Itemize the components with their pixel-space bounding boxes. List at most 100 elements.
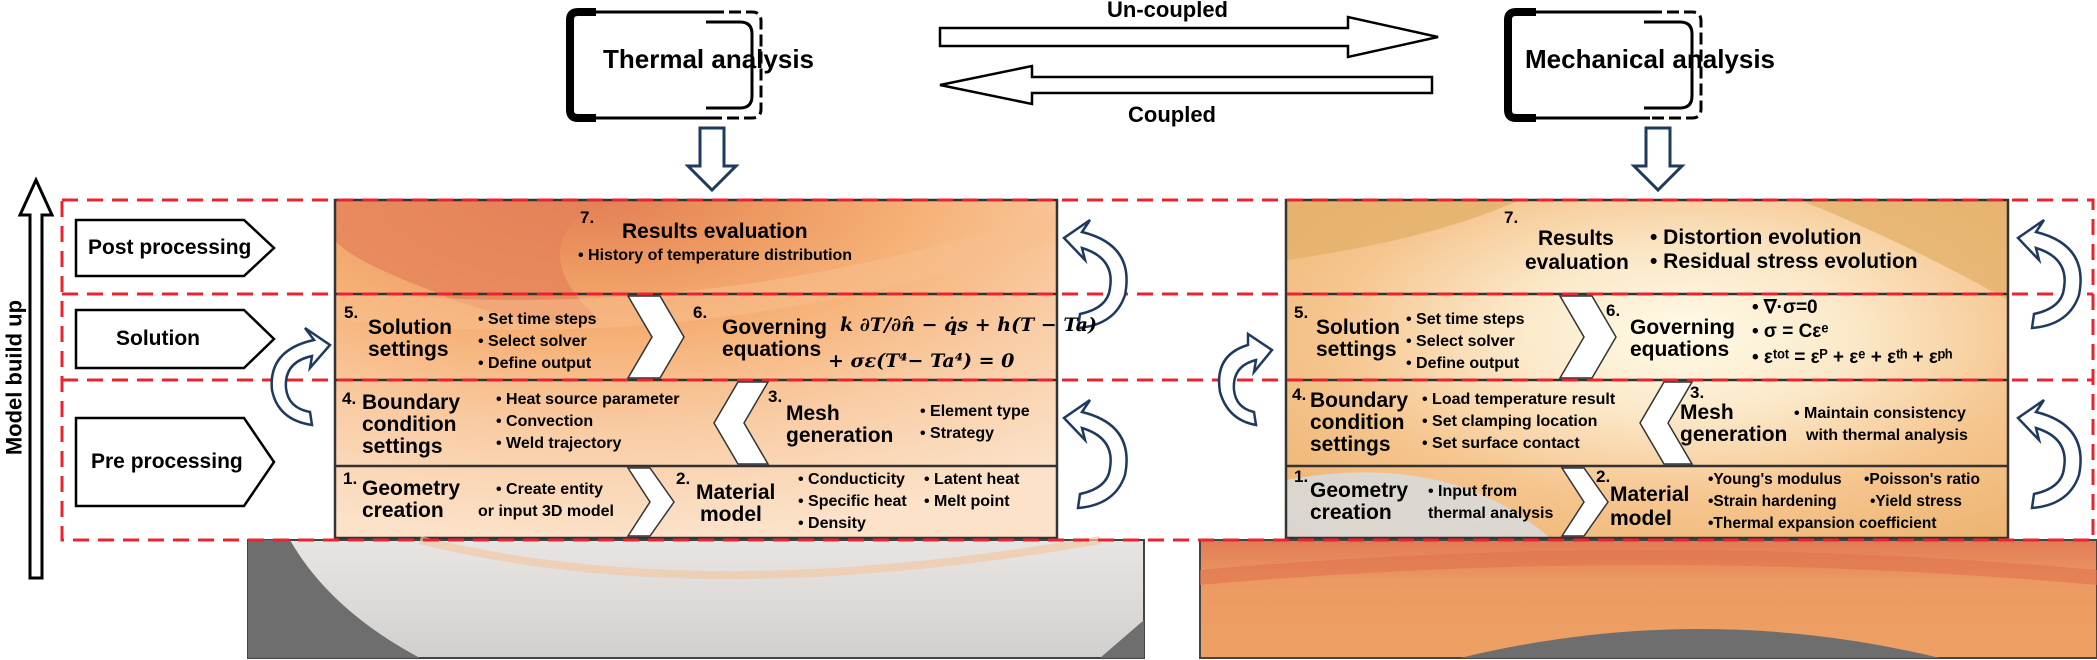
right-step5-title1: Solution — [1316, 316, 1400, 339]
left-step3-b1: • Element type — [920, 403, 1030, 420]
left-step6-eq1: k ∂T/∂n̂ − q̇s + h(T − Ta) — [840, 314, 1097, 336]
right-step2-num: 2. — [1596, 467, 1611, 486]
left-step2-b5: • Density — [798, 515, 866, 532]
right-step1-num: 1. — [1294, 467, 1309, 486]
right-step6-title2: equations — [1630, 338, 1730, 361]
left-step1-title2: creation — [362, 499, 444, 522]
right-step5-title2: settings — [1316, 338, 1397, 361]
left-step5-title1: Solution — [368, 316, 452, 339]
left-step4-num: 4. — [342, 389, 357, 408]
left-step6-title1: Governing — [722, 316, 828, 339]
left-step5-b2: • Select solver — [478, 333, 587, 350]
thermal-block — [333, 198, 1059, 540]
left-step1-b2: or input 3D model — [478, 503, 614, 520]
pre-processing-label: Pre processing — [91, 450, 243, 473]
thermal-plate — [247, 536, 1145, 659]
right-step2-title2: model — [1610, 507, 1672, 530]
thermal-down-arrow — [684, 126, 740, 193]
left-step6-title2: equations — [722, 338, 822, 361]
right-step2-b2: •Poisson's ratio — [1864, 471, 1980, 488]
right-step4-num: 4. — [1292, 385, 1307, 404]
mechanical-analysis-title: Mechanical analysis — [1525, 44, 1776, 74]
coupled-arrow — [939, 64, 1434, 106]
left-step2-title2: model — [700, 503, 762, 526]
uncoupled-arrow — [938, 15, 1439, 59]
post-processing-tag — [74, 218, 276, 278]
left-step3-title2: generation — [786, 424, 894, 447]
right-step4-b1: • Load temperature result — [1422, 391, 1616, 408]
solution-label: Solution — [116, 327, 200, 350]
stage-dashed-lines — [60, 198, 2095, 542]
left-step6-eq2: + σε(T⁴− Ta⁴) = 0 — [828, 350, 1015, 372]
right-step3-b2: with thermal analysis — [1806, 427, 1968, 444]
mechanical-down-arrow — [1630, 126, 1686, 193]
left-step5-num: 5. — [344, 303, 359, 322]
right-step2-b5: •Thermal expansion coefficient — [1708, 515, 1937, 532]
mechanical-block — [1284, 198, 2010, 540]
left-step2-b4: • Melt point — [924, 493, 1010, 510]
right-step3-b1: • Maintain consistency — [1794, 405, 1966, 422]
right-step1-title1: Geometry — [1310, 479, 1409, 502]
model-build-up-arrow — [17, 176, 55, 580]
right-step5-b1: • Set time steps — [1406, 311, 1525, 328]
left-step4-title1: Boundary — [362, 391, 461, 414]
right-step7-title2: evaluation — [1525, 251, 1629, 274]
mechanical-plate — [1199, 539, 2097, 659]
right-step6-eq1: • ∇·σ=0 — [1752, 297, 1818, 318]
right-step4-title3: settings — [1310, 433, 1391, 456]
mechanical-analysis-box — [1504, 8, 1703, 122]
right-step6-eq3: • εᵗᵒᵗ = εᴾ + εᵉ + εᵗʰ + εᵖʰ — [1752, 347, 1953, 368]
left-step3-num: 3. — [768, 387, 783, 406]
left-step2-b1: • Conducticity — [798, 471, 905, 488]
right-step1-title2: creation — [1310, 501, 1392, 524]
right-step4-title2: condition — [1310, 411, 1405, 434]
right-step7-b1: • Distortion evolution — [1650, 226, 1862, 249]
left-step7-num: 7. — [580, 208, 595, 227]
left-step4-title3: settings — [362, 435, 443, 458]
right-step6-num: 6. — [1606, 301, 1621, 320]
right-step4-title1: Boundary — [1310, 389, 1409, 412]
left-step7-title: Results evaluation — [622, 220, 808, 243]
left-step3-b2: • Strategy — [920, 425, 995, 442]
left-step1-title1: Geometry — [362, 477, 461, 500]
right-step2-b4: •Yield stress — [1870, 493, 1962, 510]
pre-processing-tag — [74, 416, 276, 508]
left-step2-b3: • Specific heat — [798, 493, 907, 510]
left-step3-title1: Mesh — [786, 402, 840, 425]
right-step7-title1: Results — [1538, 227, 1614, 250]
right-step2-title1: Material — [1610, 483, 1690, 506]
left-step5-b1: • Set time steps — [478, 311, 597, 328]
left-step4-b2: • Convection — [496, 413, 594, 430]
left-step1-num: 1. — [343, 469, 358, 488]
left-step5-b3: • Define output — [478, 355, 592, 372]
right-step4-b2: • Set clamping location — [1422, 413, 1598, 430]
right-step3-title1: Mesh — [1680, 401, 1734, 424]
left-step2-b2: • Latent heat — [924, 471, 1020, 488]
iteration-arrows — [270, 218, 2082, 510]
left-step2-num: 2. — [676, 469, 691, 488]
left-step2-title1: Material — [696, 481, 776, 504]
left-step5-title2: settings — [368, 338, 449, 361]
uncoupled-label: Un-coupled — [1107, 0, 1228, 22]
right-step6-title1: Governing — [1630, 316, 1736, 339]
left-step4-title2: condition — [362, 413, 457, 436]
post-processing-label: Post processing — [88, 236, 252, 259]
right-step7-num: 7. — [1504, 208, 1519, 227]
right-step5-num: 5. — [1294, 303, 1309, 322]
solution-tag — [74, 308, 276, 370]
left-step1-b1: • Create entity — [496, 481, 603, 498]
model-build-up-label: Model build up — [1, 299, 27, 456]
right-step1-b1: • Input from — [1428, 483, 1518, 500]
right-step5-b2: • Select solver — [1406, 333, 1515, 350]
right-step2-b3: •Strain hardening — [1708, 493, 1837, 510]
left-step4-b3: • Weld trajectory — [496, 435, 622, 452]
right-step7-b2: • Residual stress evolution — [1650, 250, 1918, 273]
left-step6-num: 6. — [693, 303, 708, 322]
right-step2-b1: •Young's modulus — [1708, 471, 1842, 488]
thermal-analysis-title: Thermal analysis — [603, 44, 814, 74]
right-step6-eq2: • σ = Cεᵉ — [1752, 321, 1829, 342]
right-step3-num: 3. — [1690, 383, 1705, 402]
left-step7-bullet: • History of temperature distribution — [578, 247, 853, 264]
left-step4-b1: • Heat source parameter — [496, 391, 680, 408]
